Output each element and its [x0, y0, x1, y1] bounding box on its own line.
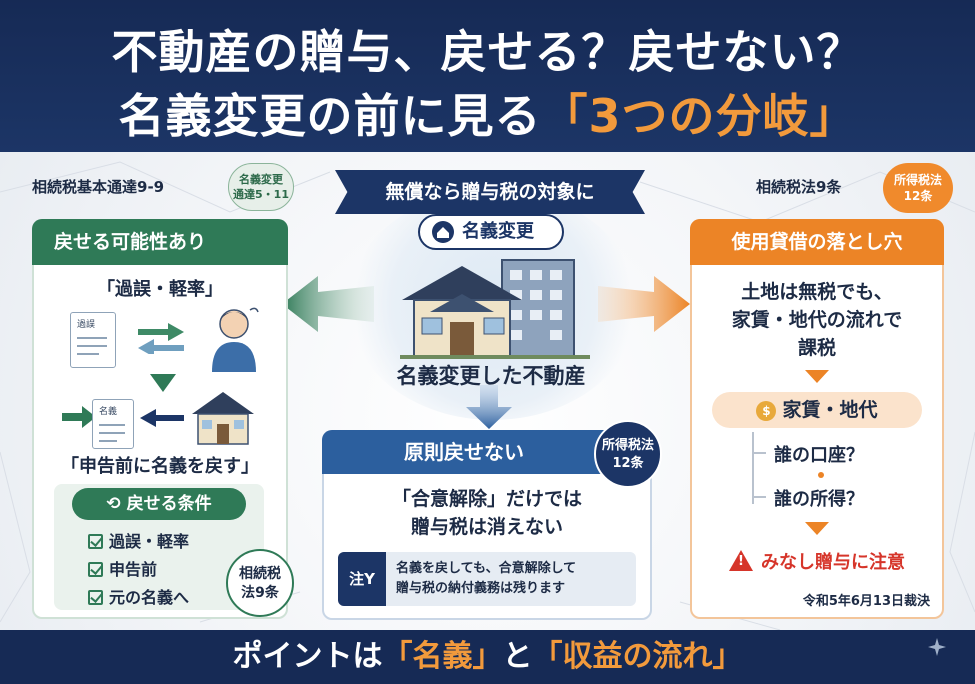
footer-highlight-1: 「名義」 [382, 639, 503, 674]
right-badge-line-1: 所得税法 [893, 173, 942, 187]
note-tag: 注Y [338, 552, 386, 606]
title-line-1: 不動産の贈与、戻せる？戻せない？ [111, 25, 864, 79]
checkbox-icon [88, 534, 103, 549]
sparkle-icon [928, 638, 946, 656]
arrow-right-icon [598, 276, 690, 332]
left-badge-line-2: 通達5・11 [233, 188, 289, 201]
condition-item: 過誤・軽率 [88, 528, 189, 552]
rent-label: 家賃・地代 [782, 399, 878, 421]
document-label-2: 名義 [99, 407, 118, 417]
right-reference: 相続税法9条 [756, 178, 842, 196]
condition-item: 申告前 [88, 556, 157, 580]
title-line-2-highlight: 「3つの分岐」 [541, 89, 857, 143]
small-house-icon [192, 392, 254, 445]
warning-text: みなし贈与に注意 [761, 552, 905, 573]
right-panel-title: 使用貸借の落とし穴 [690, 219, 944, 265]
property-label: 名義変更した不動産 [396, 364, 586, 388]
ribbon-banner: 無償なら贈与税の対象に [335, 170, 645, 214]
arrow-into-doc-icon [62, 406, 96, 428]
left-reference: 相続税基本通達9-9 [32, 178, 165, 196]
footer-banner: ポイントは「名義」と「収益の流れ」 [0, 630, 975, 684]
center-text-line-2: 贈与税は消えない [410, 516, 563, 538]
tree-connector-branch [752, 496, 766, 498]
condition-text: 申告前 [109, 560, 158, 579]
left-reference-badge: 名義変更 通達5・11 [228, 163, 294, 211]
exchange-arrows-icon [138, 323, 184, 354]
left-law-badge: 相続税 法9条 [226, 549, 294, 617]
document-name-icon: 名義 [92, 399, 134, 449]
arrow-left-icon [282, 276, 374, 332]
separator-dot [818, 472, 824, 478]
rent-pill: $家賃・地代 [712, 392, 922, 428]
left-quote-2: 「申告前に名義を戻す」 [61, 456, 259, 477]
right-reference-badge: 所得税法 12条 [883, 163, 953, 213]
footer-mid: と [502, 639, 533, 674]
chevron-down-icon [805, 370, 829, 383]
person-worried-icon [212, 307, 259, 372]
warning-icon [729, 550, 753, 571]
left-badge-line-1: 名義変更 [239, 173, 283, 186]
house-icon [432, 221, 454, 243]
ruling-date: 令和5年6月13日裁決 [802, 594, 930, 609]
center-badge-line-1: 所得税法 [601, 438, 654, 453]
center-text-line-1: 「合意解除」だけでは [391, 488, 582, 510]
title-line-2-prefix: 名義変更の前に見る [118, 89, 542, 143]
tree-connector-branch [752, 452, 766, 454]
left-panel-title: 戻せる可能性あり [32, 219, 288, 265]
footer-highlight-2: 「収益の流れ」 [532, 639, 743, 674]
buildings-illustration-icon [400, 259, 590, 359]
document-icon: 過誤 [70, 312, 116, 368]
conditions-title: ⟲ 戻せる条件 [72, 488, 246, 520]
question-income: 誰の所得？ [774, 489, 864, 510]
tree-connector [752, 432, 754, 504]
note-line-1: 名義を戻しても、合意解除して [396, 561, 577, 576]
refresh-icon: ⟲ [106, 494, 127, 514]
center-law-badge: 所得税法 12条 [594, 420, 662, 488]
conditions-title-text: 戻せる条件 [126, 494, 212, 514]
checkbox-icon [88, 590, 103, 605]
header-banner: 不動産の贈与、戻せる？戻せない？ 名義変更の前に見る「3つの分岐」 [0, 0, 975, 152]
warning-line: みなし贈与に注意 [690, 548, 944, 574]
condition-text: 過誤・軽率 [109, 532, 190, 551]
left-quote-1: 「過誤・軽率」 [97, 279, 223, 300]
title-line-2: 名義変更の前に見る「3つの分岐」 [0, 80, 975, 146]
name-change-pill: 名義変更 [418, 214, 564, 250]
condition-text: 元の名義へ [109, 588, 190, 607]
left-law-badge-line-1: 相続税 [239, 566, 281, 582]
note-line-2: 贈与税の納付義務は残ります [396, 581, 566, 596]
right-text-line-1: 土地は無税でも、 [741, 281, 893, 303]
right-text-line-2: 家賃・地代の流れで [731, 309, 903, 331]
checkbox-icon [88, 562, 103, 577]
arrow-back-icon [140, 409, 184, 427]
center-panel-text: 「合意解除」だけでは 贈与税は消えない [322, 485, 652, 541]
footer-prefix: ポイントは [232, 639, 383, 674]
note-box [338, 552, 636, 606]
right-text-line-3: 課税 [797, 337, 836, 359]
arrow-down-icon [466, 385, 512, 429]
arrow-down-green-icon [150, 374, 176, 392]
document-label-1: 過誤 [77, 320, 96, 330]
question-account: 誰の口座？ [774, 445, 864, 466]
center-badge-line-2: 12条 [612, 456, 644, 471]
chevron-down-icon [805, 522, 829, 535]
name-change-label: 名義変更 [462, 221, 534, 242]
money-bag-icon: $ [756, 401, 777, 421]
right-panel-text: 土地は無税でも、 家賃・地代の流れで 課税 [690, 278, 944, 362]
left-law-badge-line-2: 法9条 [241, 585, 279, 601]
right-badge-line-2: 12条 [903, 189, 933, 203]
note-text: 名義を戻しても、合意解除して 贈与税の納付義務は残ります [396, 559, 632, 599]
condition-item: 元の名義へ [88, 584, 189, 608]
